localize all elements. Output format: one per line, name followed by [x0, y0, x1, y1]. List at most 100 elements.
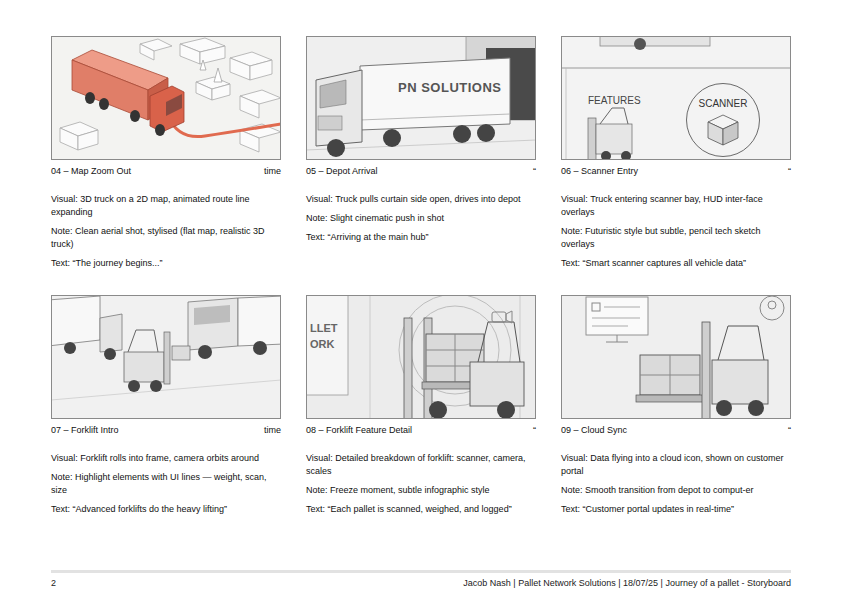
portal-sketch — [592, 326, 628, 327]
panel-notes: Visual: Detailed breakdown of forklift: … — [306, 452, 534, 522]
map-sketch — [168, 116, 281, 137]
map-sketch — [140, 44, 154, 60]
map-sketch — [60, 128, 78, 150]
forklift-detail-sketch — [306, 295, 536, 419]
footer-credit: Jacob Nash | Pallet Network Solutions | … — [463, 578, 791, 588]
storyboard-panel: 05 – Depot ArrivalVisual: Truck pulls cu… — [306, 36, 536, 276]
portal-sketch — [561, 295, 791, 419]
image-frame — [306, 295, 536, 419]
truck-sketch — [383, 129, 401, 147]
map-sketch — [196, 82, 212, 100]
shot-title: 09 – Cloud Sync — [561, 425, 751, 436]
forklift-detail-sketch — [478, 322, 488, 362]
forklift-sketch — [124, 352, 164, 382]
shot-title: 05 – Depot Arrival — [306, 166, 496, 177]
map-sketch — [51, 36, 281, 160]
portal-sketch — [636, 395, 704, 402]
map-sketch — [85, 92, 95, 104]
shot-title: 07 – Forklift Intro — [51, 425, 241, 436]
scanner-sketch — [596, 124, 632, 154]
forklift-sketch — [51, 296, 100, 346]
portal-sketch — [586, 297, 648, 335]
map-sketch — [214, 68, 222, 82]
forklift-detail-sketch — [455, 334, 456, 382]
portal-sketch — [712, 360, 768, 404]
scanner-sketch — [561, 36, 791, 160]
map-sketch — [155, 124, 165, 136]
scanner-sketch — [600, 108, 612, 124]
forklift-sketch — [128, 330, 136, 352]
shot-note: Note: Slight cinematic push in shot — [306, 212, 534, 225]
forklift-sketch — [172, 346, 190, 360]
portal-sketch — [768, 301, 776, 309]
portal-sketch — [592, 303, 600, 311]
forklift-sketch — [100, 314, 122, 352]
map-sketch — [180, 44, 200, 64]
truck-sketch — [327, 139, 345, 157]
forklift-sketch — [188, 298, 238, 350]
portal-sketch — [640, 355, 700, 395]
scanner-sketch — [634, 38, 646, 50]
shot-note: Visual: Truck entering scanner bay, HUD … — [561, 193, 789, 219]
portal-sketch — [716, 400, 732, 416]
shot-title: 06 – Scanner Entry — [561, 166, 751, 177]
map-sketch — [166, 94, 182, 116]
timing-mark: “ — [533, 166, 536, 176]
portal-sketch — [604, 307, 640, 308]
timing-mark: “ — [788, 166, 791, 176]
shot-note: Text: “Smart scanner captures all vehicl… — [561, 257, 789, 270]
storyboard-panel: 08 – Forklift Feature DetailVisual: Deta… — [306, 295, 536, 535]
panel-notes: Visual: Truck pulls curtain side open, d… — [306, 193, 534, 250]
forklift-sketch — [238, 296, 281, 346]
scanner-sketch — [561, 68, 791, 69]
trailer-lettering: ORK — [310, 338, 334, 350]
forklift-detail-sketch — [492, 312, 506, 322]
shot-note: Text: “Each pallet is scanned, weighed, … — [306, 503, 534, 516]
map-sketch — [230, 58, 250, 80]
shot-note: Note: Futuristic style but subtle, penci… — [561, 225, 789, 251]
forklift-sketch — [136, 330, 154, 331]
shot-note: Visual: Truck pulls curtain side open, d… — [306, 193, 534, 206]
panel-notes: Visual: Truck entering scanner bay, HUD … — [561, 193, 789, 276]
shot-note: Text: “Advanced forklifts do the heavy l… — [51, 503, 279, 516]
shot-note: Note: Smooth transition from depot to co… — [561, 484, 789, 497]
forklift-sketch — [164, 332, 170, 384]
timing-mark: time — [264, 166, 281, 176]
shot-note: Text: “Arriving at the main hub” — [306, 231, 534, 244]
forklift-sketch — [194, 305, 230, 325]
shot-note: Visual: Data flying into a cloud icon, s… — [561, 452, 789, 478]
image-frame — [561, 295, 791, 419]
forklift-sketch — [104, 348, 116, 360]
forklift-sketch — [154, 330, 158, 352]
map-sketch — [240, 96, 259, 118]
timing-mark: “ — [788, 425, 791, 435]
map-sketch — [51, 36, 281, 160]
forklift-sketch — [198, 345, 212, 359]
forklift-detail-sketch — [370, 295, 371, 419]
portal-sketch — [561, 295, 791, 419]
map-sketch — [250, 60, 272, 80]
portal-sketch — [617, 335, 618, 342]
portal-sketch — [718, 326, 728, 360]
scanner-label: SCANNER — [687, 98, 759, 109]
storyboard-panel: 04 – Map Zoom OutVisual: 3D truck on a 2… — [51, 36, 281, 276]
shot-note: Note: Highlight elements with UI lines —… — [51, 471, 279, 497]
panel-notes: Visual: Forklift rolls into frame, camer… — [51, 452, 279, 522]
forklift-detail-sketch — [306, 295, 348, 395]
shot-note: Visual: Detailed breakdown of forklift: … — [306, 452, 534, 478]
portal-sketch — [760, 296, 784, 320]
scanner-sketch — [600, 36, 710, 46]
portal-sketch — [606, 342, 628, 343]
truck-sketch — [316, 70, 362, 146]
forklift-sketch — [150, 380, 162, 392]
forklift-detail-sketch — [497, 401, 515, 419]
hud-label: FEATURES — [588, 95, 641, 106]
map-sketch — [60, 38, 281, 152]
page-number: 2 — [51, 578, 56, 588]
shot-note: Text: “Customer portal updates in real-t… — [561, 503, 789, 516]
image-frame — [306, 36, 536, 160]
truck-sketch — [306, 36, 536, 160]
map-sketch — [240, 130, 259, 152]
timing-mark: “ — [533, 425, 536, 435]
map-sketch — [212, 84, 230, 100]
